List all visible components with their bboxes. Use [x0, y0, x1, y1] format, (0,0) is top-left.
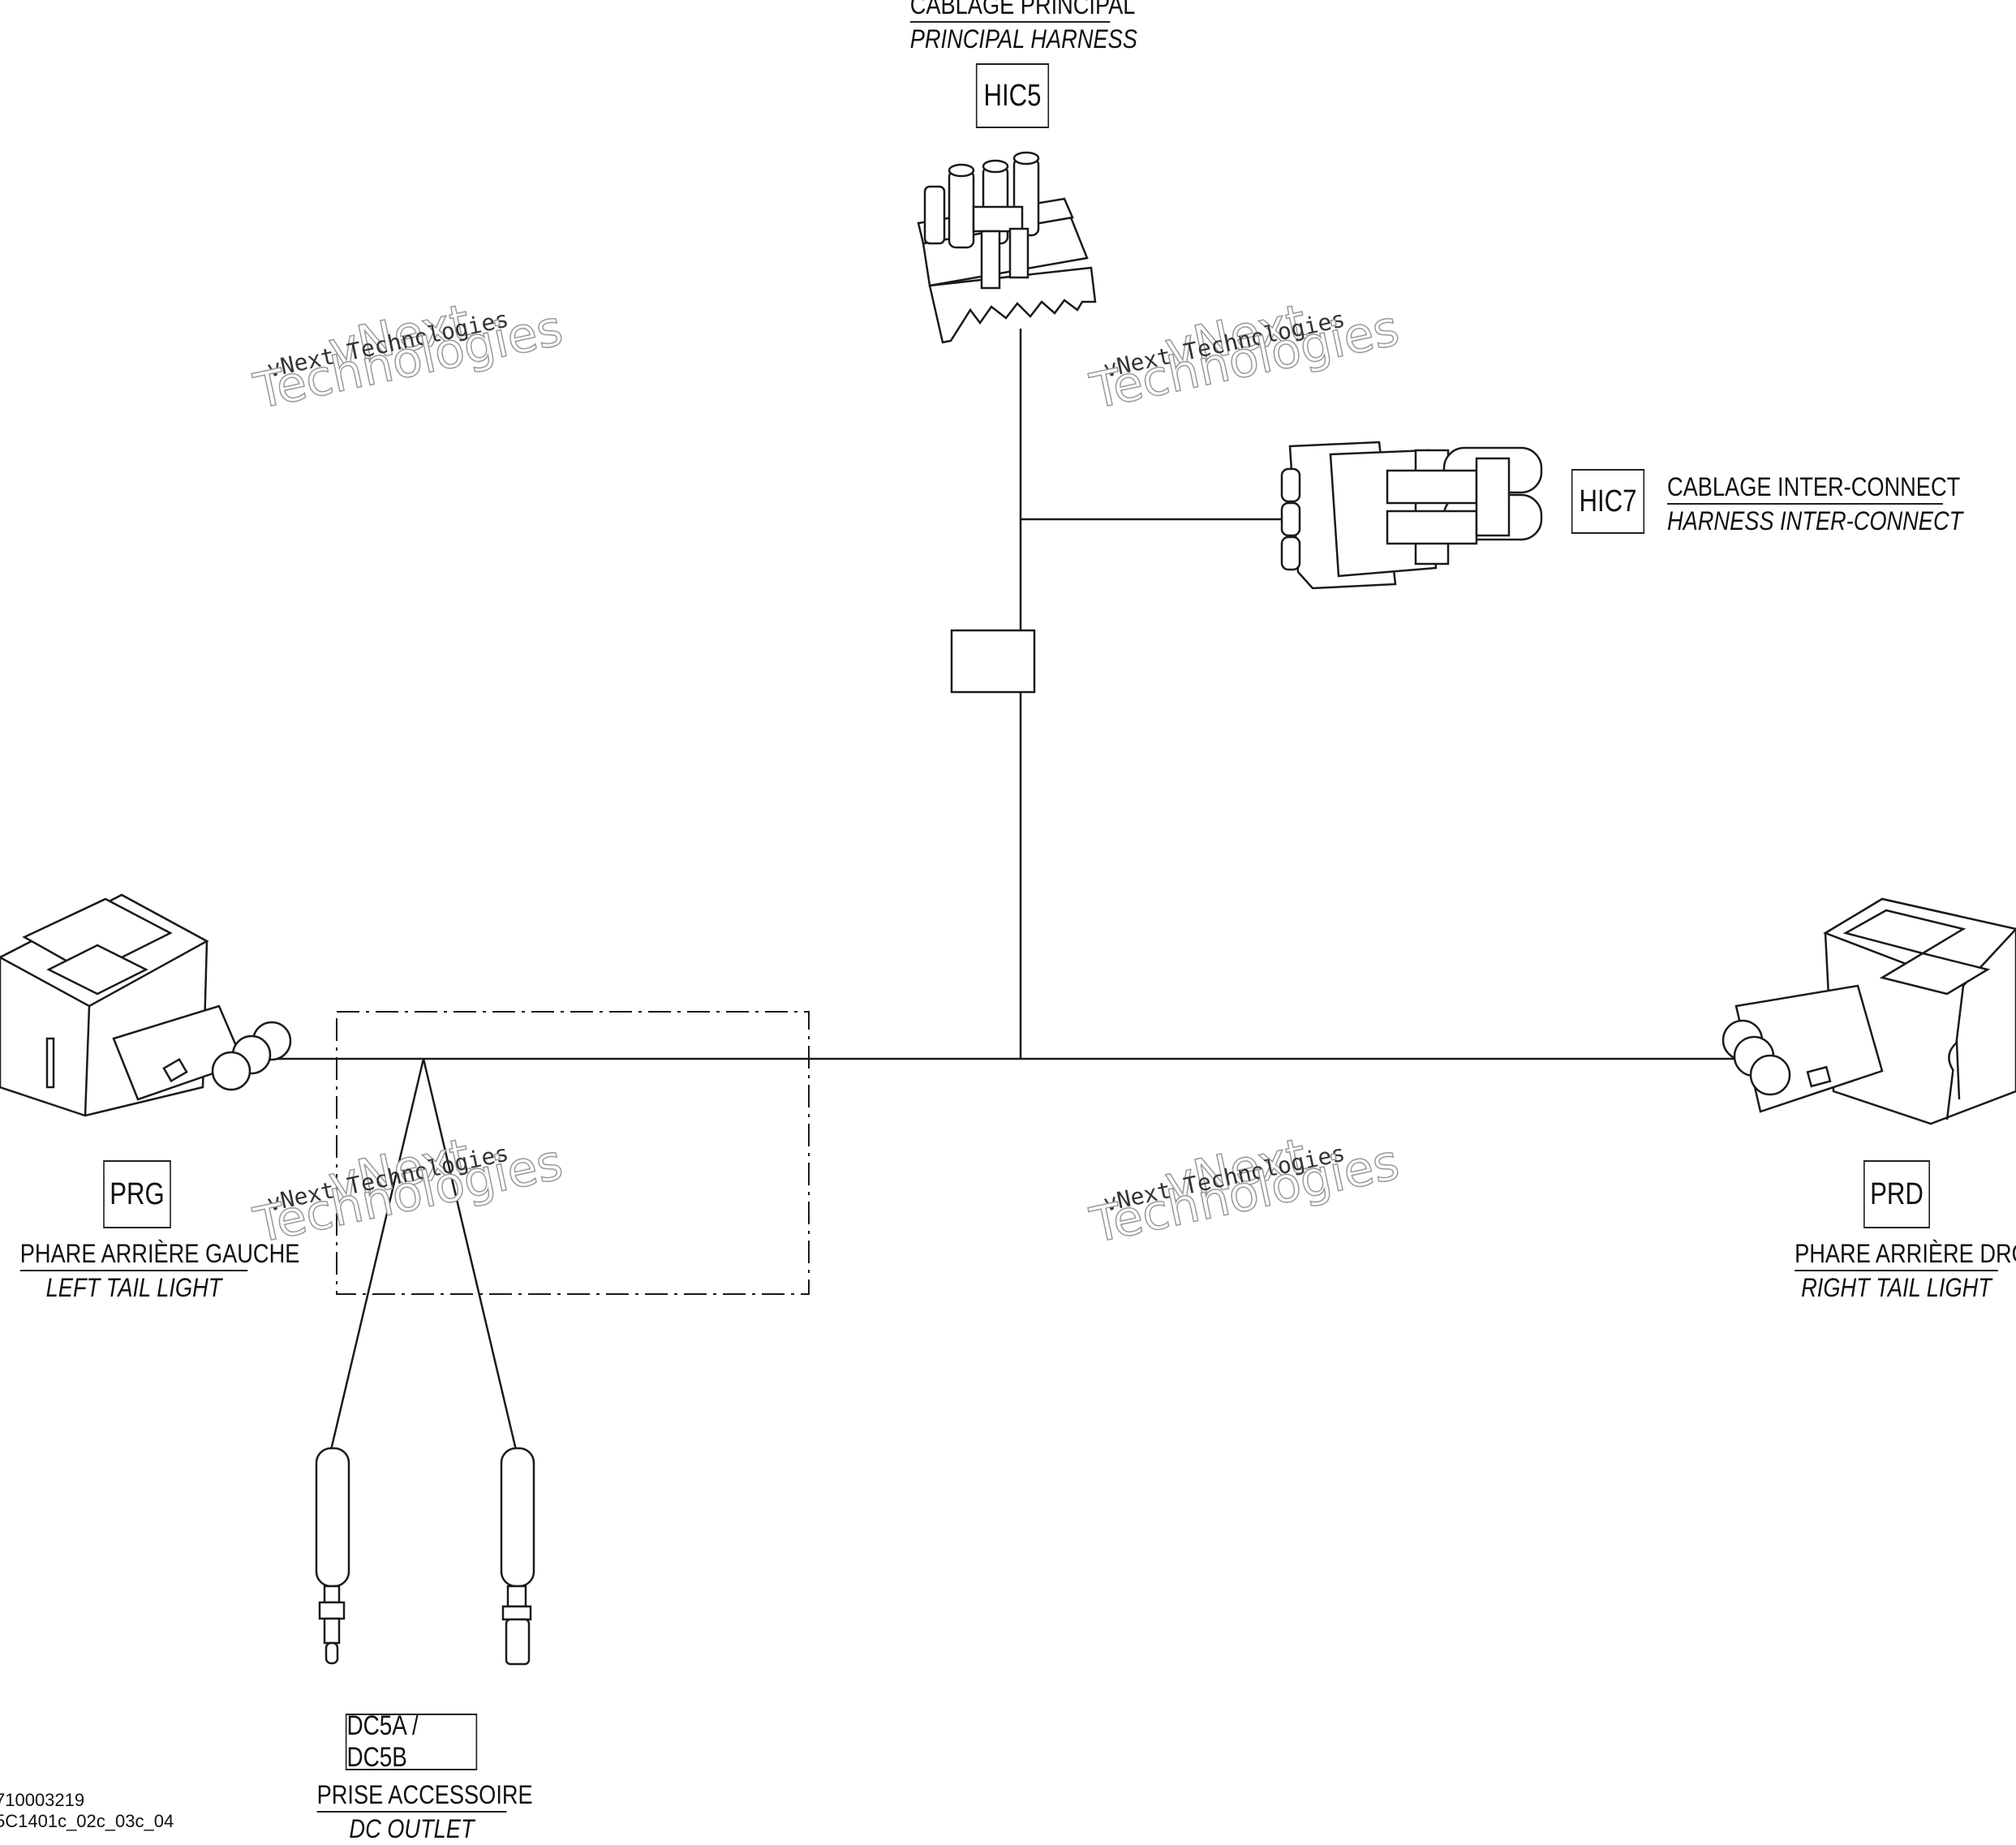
hic5-code-label: HIC5: [975, 63, 1050, 128]
prd-caption: PHARE ARRIÈRE DROIT RIGHT TAIL LIGHT: [1777, 1237, 2016, 1304]
reference-code: 710003219 5C1401c_02c_03c_04: [0, 1790, 174, 1832]
hic5-caption-en: PRINCIPAL HARNESS: [909, 24, 1137, 54]
hic7-connector-icon: [1280, 441, 1543, 590]
prg-code-label: PRG: [103, 1160, 171, 1228]
dc5-caption-fr: PRISE ACCESSOIRE: [316, 1778, 533, 1813]
hic7-caption-fr: CABLAGE INTER-CONNECT: [1667, 471, 1960, 505]
hic5-caption-fr: CABLAGE PRINCIPAL: [909, 0, 1135, 23]
reference-code-line2: 5C1401c_02c_03c_04: [0, 1811, 174, 1831]
wire-dc5a: [329, 1058, 425, 1451]
prd-code-label: PRD: [1863, 1160, 1930, 1228]
prg-caption-en: LEFT TAIL LIGHT: [45, 1273, 222, 1302]
hic7-caption: CABLAGE INTER-CONNECT HARNESS INTER-CONN…: [1667, 471, 1992, 537]
prg-caption-fr: PHARE ARRIÈRE GAUCHE: [19, 1237, 299, 1271]
prg-caption: PHARE ARRIÈRE GAUCHE LEFT TAIL LIGHT: [0, 1237, 299, 1304]
wire-dc5b: [422, 1058, 518, 1451]
dc5-code-label: DC5A / DC5B: [345, 1710, 478, 1773]
hic7-code-label: HIC7: [1571, 469, 1645, 534]
hic5-caption: CABLAGE PRINCIPAL PRINCIPAL HARNESS: [892, 0, 1137, 55]
dc5-caption: PRISE ACCESSOIRE DC OUTLET: [300, 1778, 533, 1845]
hic5-connector-icon: [917, 151, 1097, 344]
prg-connector-icon: [0, 893, 292, 1117]
prd-caption-en: RIGHT TAIL LIGHT: [1801, 1273, 1992, 1302]
splice-box: [950, 629, 1036, 694]
prd-connector-icon: [1722, 897, 2016, 1125]
dc5-caption-en: DC OUTLET: [349, 1814, 475, 1843]
hic7-caption-en: HARNESS INTER-CONNECT: [1667, 506, 1963, 535]
reference-code-line1: 710003219: [0, 1790, 85, 1810]
prd-caption-fr: PHARE ARRIÈRE DROIT: [1795, 1237, 2016, 1271]
dc-outlet-branch-region: [336, 1011, 810, 1295]
dc5a-terminal-icon: [315, 1447, 350, 1665]
dc5b-terminal-icon: [500, 1447, 535, 1666]
